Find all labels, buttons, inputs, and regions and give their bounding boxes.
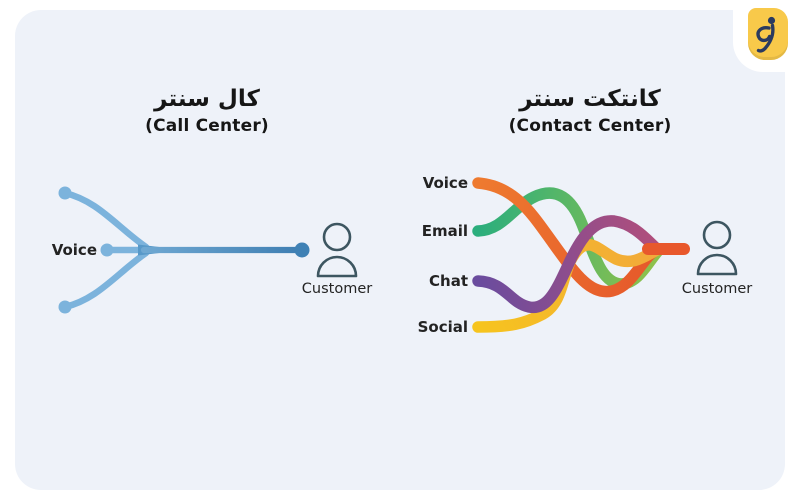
call-center-title-en: (Call Center) bbox=[145, 116, 269, 137]
customer-head-right bbox=[702, 220, 732, 250]
label-customer-left: Customer bbox=[301, 281, 373, 297]
label-voice-right: Voice bbox=[422, 174, 468, 192]
voice-branch-top bbox=[61, 189, 150, 251]
brand-logo-glyph bbox=[756, 16, 776, 53]
chat-line bbox=[472, 215, 663, 314]
customer-body-left bbox=[316, 255, 358, 278]
contact-center-flow bbox=[472, 177, 690, 333]
label-voice-left: Voice bbox=[51, 241, 97, 259]
voice-endpoint-dot-top bbox=[58, 186, 72, 200]
brand-logo bbox=[748, 8, 788, 60]
label-social: Social bbox=[417, 318, 468, 336]
logo-glyph-arm bbox=[756, 26, 772, 43]
contact-center-title-en: (Contact Center) bbox=[508, 116, 672, 137]
label-email: Email bbox=[421, 222, 468, 240]
line-end-dot bbox=[294, 242, 310, 258]
voice-branch-bottom bbox=[61, 249, 150, 311]
voice-endpoint-dot-middle bbox=[100, 243, 114, 257]
customer-body-right bbox=[696, 253, 738, 276]
call-center-title: کال سنتر (Call Center) bbox=[97, 86, 317, 136]
logo-glyph-body bbox=[756, 23, 775, 53]
customer-icon-left bbox=[316, 222, 358, 278]
voice-line bbox=[472, 177, 662, 298]
customer-head-left bbox=[322, 222, 352, 252]
label-chat: Chat bbox=[429, 272, 468, 290]
contact-center-title: کانتکت سنتر (Contact Center) bbox=[480, 86, 700, 136]
contact-center-title-fa: کانتکت سنتر bbox=[519, 86, 661, 112]
label-customer-right: Customer bbox=[681, 281, 753, 297]
call-center-flow bbox=[58, 186, 310, 314]
voice-endpoint-dot-bottom bbox=[58, 300, 72, 314]
logo-glyph-dot bbox=[767, 16, 776, 25]
customer-icon-right bbox=[696, 220, 738, 276]
call-center-title-fa: کال سنتر bbox=[154, 86, 260, 112]
